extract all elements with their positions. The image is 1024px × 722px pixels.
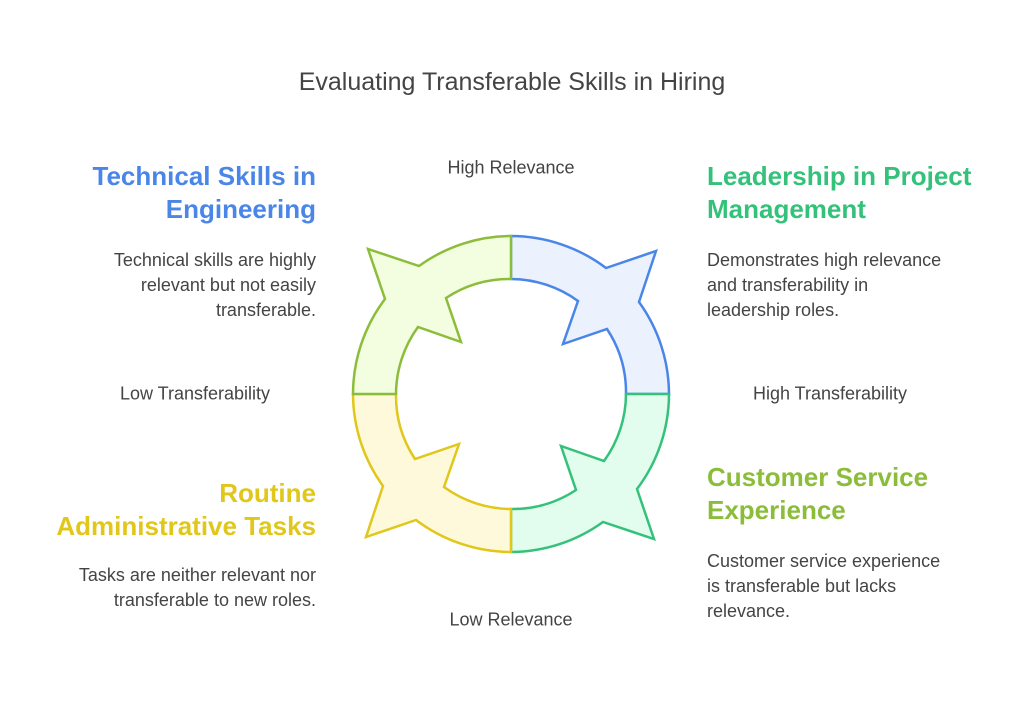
heading-line: Administrative Tasks bbox=[56, 511, 316, 541]
heading-line: Customer Service bbox=[707, 462, 929, 492]
heading-line: Leadership in Project bbox=[707, 161, 972, 191]
heading-routine-tasks: Routine Administrative Tasks bbox=[56, 477, 316, 543]
heading-line: Routine bbox=[219, 478, 316, 508]
description-line: and transferability in bbox=[707, 275, 869, 295]
heading-line: Management bbox=[707, 194, 866, 224]
axis-label-bottom: Low Relevance bbox=[449, 609, 573, 630]
heading-line: Technical Skills in bbox=[92, 161, 317, 191]
axis-label-top: High Relevance bbox=[447, 157, 575, 178]
description-technical-skills: Technical skills are highly relevant but… bbox=[114, 248, 316, 323]
description-line: Tasks are neither relevant nor bbox=[78, 565, 316, 585]
heading-line: Experience bbox=[707, 495, 846, 525]
heading-line: Engineering bbox=[165, 194, 316, 224]
description-line: relevant but not easily bbox=[140, 275, 316, 295]
description-line: transferable to new roles. bbox=[113, 590, 316, 610]
description-line: Customer service experience bbox=[707, 551, 941, 571]
description-line: Demonstrates high relevance bbox=[707, 250, 942, 270]
diagram-title: Evaluating Transferable Skills in Hiring bbox=[298, 68, 726, 96]
segment-bottom-right bbox=[509, 392, 671, 554]
description-line: relevance. bbox=[707, 601, 791, 621]
description-line: leadership roles. bbox=[707, 300, 840, 320]
segment-top-right bbox=[509, 234, 671, 396]
segment-bottom-left bbox=[351, 392, 513, 554]
description-line: Technical skills are highly bbox=[113, 250, 316, 270]
description-line: transferable. bbox=[215, 300, 316, 320]
heading-leadership: Leadership in Project Management bbox=[707, 160, 971, 226]
description-customer-service: Customer service experience is transfera… bbox=[707, 549, 940, 624]
description-routine-tasks: Tasks are neither relevant nor transfera… bbox=[79, 563, 316, 613]
axis-label-right: High Transferability bbox=[752, 383, 908, 404]
heading-customer-service: Customer Service Experience bbox=[707, 461, 928, 527]
description-line: is transferable but lacks bbox=[707, 576, 897, 596]
segment-top-left bbox=[351, 234, 513, 396]
heading-technical-skills: Technical Skills in Engineering bbox=[93, 160, 317, 226]
description-leadership: Demonstrates high relevance and transfer… bbox=[707, 248, 941, 323]
axis-label-left: Low Transferability bbox=[119, 383, 271, 404]
